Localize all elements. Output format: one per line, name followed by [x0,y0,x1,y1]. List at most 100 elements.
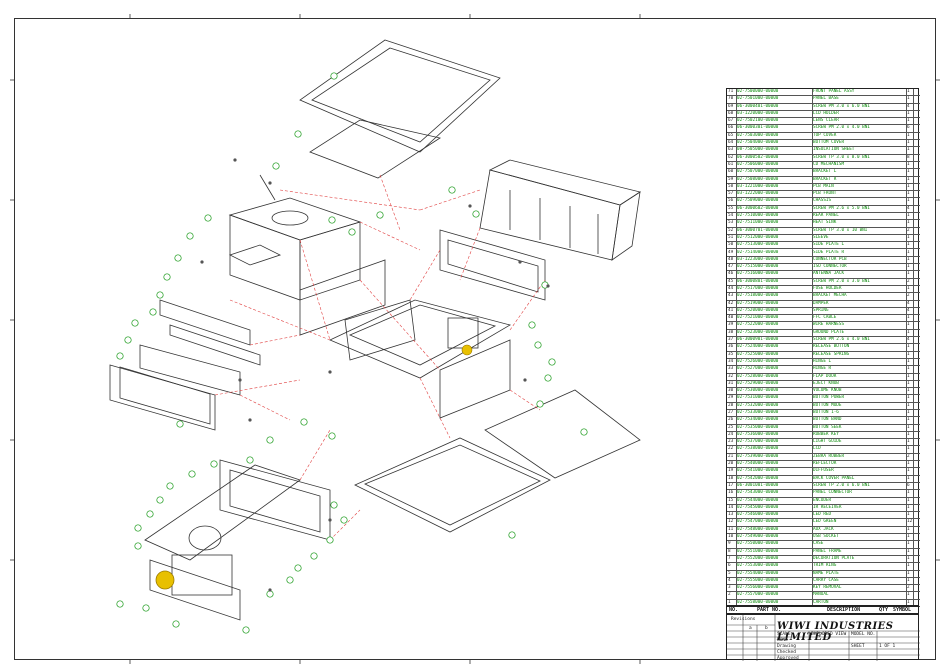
part-description: SCREW PM 2.0 x 4.0 BNI [813,125,870,131]
part-number-index: 4 [728,577,731,583]
part-quantity: 1 [907,497,910,503]
sheet-label: SHEET [851,644,865,649]
part-number: 02-7554000-00000 [737,570,779,576]
part-number-index: 45 [728,278,734,284]
part-quantity: 1 [907,461,910,467]
part-number: 02-7518000-00000 [737,293,779,299]
part-number-index: 28 [728,402,734,408]
part-description: CASE [813,541,824,547]
part-number: 03-1221000-00000 [737,183,779,189]
part-description: MANUAL [813,592,829,598]
part-number-index: 25 [728,424,734,430]
part-number-index: 68 [728,110,734,116]
part-description: INSULATION SHEET [813,147,855,153]
part-number: 02-7513000-00000 [737,242,779,248]
part-number-index: 53 [728,220,734,226]
part-number-index: 41 [728,307,734,313]
part-number-index: 55 [728,205,734,211]
checked-label: Checked [777,650,796,655]
scale-value: NONE [777,638,788,643]
part-number: 06-3000901-00000 [737,337,779,343]
part-quantity: 1 [907,512,910,518]
part-number-index: 57 [728,191,734,197]
part-number: 03-1220000-00000 [737,110,779,116]
part-description: BUTTON 1-6 [813,410,839,415]
part-description: DECORATION PLATE [813,555,855,561]
part-quantity: 1 [907,329,910,335]
part-number-index: 31 [728,380,734,386]
part-quantity: 1 [907,446,910,452]
part-number: 06-3000502-00000 [737,154,779,160]
part-description: EJECT KNOB [813,380,839,386]
part-number: 02-7557000-00000 [737,592,779,598]
part-number-index: 16 [728,490,734,496]
part-description: AUX JACK [813,526,834,532]
parts-table-header: NO. PART NO. DESCRIPTION QTY SYMBOL [726,606,919,614]
part-number: 02-7522000-00000 [737,322,779,328]
part-number: 02-7540000-00000 [737,461,779,467]
company-name: WIWI INDUSTRIES LIMITED [777,621,894,643]
part-quantity: 1 [907,555,910,561]
part-number-index: 10 [728,534,734,540]
part-quantity: 2 [907,227,910,233]
part-quantity: 6 [907,125,910,131]
part-description: DIFFUSER [813,468,834,474]
part-number: 06-3000301-00000 [737,125,779,131]
part-description: IR RECEIVER [813,504,842,510]
part-number-index: 14 [728,504,734,510]
part-number: 02-7515000-00000 [737,264,779,270]
title-block: Revisions a b WIWI INDUSTRIES LIMITED EX… [726,614,920,661]
part-quantity: 1 [907,322,910,328]
part-number: 02-7543000-00000 [737,490,779,496]
part-number: 02-7529000-00000 [737,380,779,386]
part-description: CARRY CASE [813,577,839,583]
part-quantity: 1 [907,96,910,102]
part-number: 02-7525000-00000 [737,351,779,357]
part-quantity: 1 [907,176,910,182]
part-number-index: 20 [728,461,734,467]
part-quantity: 1 [907,424,910,430]
part-number: 02-7532000-00000 [737,402,779,408]
part-quantity: 1 [907,410,910,415]
part-description: LCD HOLDER [813,110,839,116]
part-quantity: 1 [907,541,910,547]
part-number: 02-7536000-00000 [737,431,779,437]
part-description: BUTTON BAND [813,417,842,423]
part-quantity: 1 [907,468,910,474]
sheet-value: 1 OF 1 [879,644,896,649]
part-quantity: 2 [907,585,910,591]
part-description: TRIM RING [813,563,837,569]
part-number-index: 30 [728,388,734,394]
part-number-index: 32 [728,373,734,379]
part-number: 02-7558000-00000 [737,599,779,605]
part-number: 02-7542000-00000 [737,475,779,481]
part-number: 02-7506000-00000 [737,161,779,167]
part-quantity: 1 [907,242,910,248]
part-quantity: 1 [907,344,910,350]
part-description: SCREW PM 2.0 x 3.0 BNI [813,278,870,284]
part-number: 02-7530000-00000 [737,388,779,394]
part-number: 08-7505000-00000 [737,147,779,153]
part-number: 02-7524000-00000 [737,344,779,350]
part-description: LCD [813,446,821,452]
part-description: RELEASE SPRING [813,351,850,357]
